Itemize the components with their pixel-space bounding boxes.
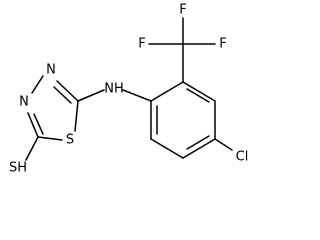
bond-c-cl bbox=[214, 138, 233, 151]
atom-labels: F F F NH N N S Cl SH bbox=[9, 3, 248, 176]
bond-nh-c2 bbox=[77, 89, 105, 102]
structure-svg: F F F NH N N S Cl SH bbox=[9, 3, 248, 176]
bond-ring-4 bbox=[150, 138, 184, 159]
bond-ring-3 bbox=[182, 138, 216, 159]
bond-c2-n bbox=[56, 80, 79, 102]
bond-s-c2 bbox=[74, 100, 79, 132]
bond-n-c5 bbox=[27, 112, 39, 138]
atom-label-f1: F bbox=[179, 3, 186, 18]
atom-label-s: S bbox=[66, 133, 74, 148]
atom-label-nh: NH bbox=[104, 82, 124, 97]
bond-ring-6 bbox=[150, 81, 184, 102]
bond-ring-double-2 bbox=[186, 135, 210, 150]
bond-n-c5-double bbox=[33, 113, 44, 135]
atom-label-f2: F bbox=[138, 37, 145, 52]
bond-ring-double-1 bbox=[186, 88, 210, 103]
atom-label-f3: F bbox=[219, 37, 226, 52]
bond-n-n bbox=[31, 75, 44, 94]
bond-c5-sh bbox=[25, 136, 39, 161]
bond-ring-1 bbox=[182, 81, 216, 102]
atom-label-sh: SH bbox=[9, 161, 27, 176]
bond-ring-nh bbox=[122, 89, 152, 102]
atom-label-cl: Cl bbox=[236, 150, 249, 165]
atom-label-n1: N bbox=[46, 63, 56, 78]
bond-c5-s bbox=[37, 136, 63, 141]
bonds bbox=[25, 17, 233, 161]
bond-c2-n-double bbox=[53, 86, 72, 104]
molecule-diagram: F F F NH N N S Cl SH bbox=[9, 3, 248, 176]
atom-label-n2: N bbox=[19, 95, 29, 110]
